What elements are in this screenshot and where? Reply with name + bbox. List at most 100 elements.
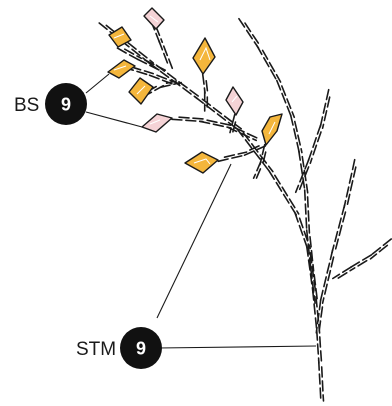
stitch-dash <box>315 295 318 308</box>
stitch-dash <box>330 256 335 268</box>
stitch-dash <box>131 48 141 57</box>
stitch-dash <box>321 380 324 392</box>
stitch-dash <box>337 217 342 229</box>
stitch-dash <box>275 73 282 83</box>
stitch-dash <box>305 183 309 194</box>
stitch-dash <box>297 149 302 161</box>
stm-callout: STM 9 <box>76 327 162 369</box>
stitch-dash <box>231 155 243 159</box>
stitch-dash <box>309 157 313 165</box>
stitch-dash <box>378 244 389 253</box>
stitch-dash <box>281 92 287 104</box>
bs-callout: BS 9 <box>14 83 87 125</box>
stitch-dash <box>249 145 260 151</box>
stitch-dash <box>352 166 357 178</box>
stitch-dash <box>298 217 304 229</box>
stitch-dash <box>316 343 320 355</box>
stitch-dash <box>313 303 316 315</box>
stitch-dash <box>316 123 322 135</box>
stitch-dash <box>261 143 266 156</box>
stitch-dash <box>308 257 312 269</box>
stitch-dash <box>116 47 127 54</box>
stitch-dash <box>334 230 339 243</box>
stitch-dash <box>323 283 328 295</box>
stitch-dash <box>217 158 229 163</box>
stitch-dash <box>159 84 171 89</box>
stitch-dash <box>261 49 269 60</box>
stitch-dash <box>162 45 169 57</box>
stitch-dash <box>294 184 300 194</box>
leaf-group <box>107 7 283 174</box>
stitch-dash <box>382 238 392 246</box>
stitch-dash <box>309 267 313 279</box>
stitch-dash <box>293 128 297 140</box>
stitch-dash <box>173 81 182 85</box>
stitch-dash <box>255 168 262 179</box>
stitch-dash <box>158 39 164 51</box>
stitch-dash <box>273 174 281 185</box>
stm-badge <box>120 327 162 369</box>
stitch-dash <box>159 70 170 79</box>
stitch-dash <box>256 44 263 56</box>
stitch-dash <box>351 158 356 171</box>
stitch-dash <box>313 295 316 304</box>
stitch-dash <box>212 106 223 115</box>
stitch-dash <box>317 359 321 371</box>
stitch-dash <box>301 155 305 168</box>
stitch-dash <box>293 211 299 223</box>
stitch-dash <box>262 56 270 68</box>
stitch-dash <box>127 41 137 50</box>
stitch-dash <box>319 289 324 302</box>
gold-diamond-leaf-icon <box>108 26 132 48</box>
stitch-dash <box>321 123 325 129</box>
pink-diamond-leaf-icon <box>225 86 244 116</box>
stitch-dash <box>189 89 199 97</box>
stitch-dash <box>307 243 311 255</box>
stitch-dash <box>235 123 242 130</box>
stitch-dash <box>326 262 331 274</box>
stitch-dash <box>299 163 304 175</box>
stitch-dash <box>234 127 245 133</box>
stitch-dash <box>296 210 300 215</box>
stitch-dash <box>318 320 322 332</box>
stitch-dash <box>338 224 343 237</box>
stitch-dash <box>318 336 322 348</box>
pink-diamond-leaf-icon <box>141 113 173 133</box>
stem-stitch-lines <box>98 17 392 402</box>
stm-label: STM <box>76 339 116 360</box>
stitch-dash <box>321 297 325 305</box>
stitch-dash <box>293 120 298 133</box>
stitch-dash <box>311 265 315 278</box>
stitch-dash <box>337 271 348 279</box>
stitch-dash <box>194 96 204 104</box>
stitch-dash <box>309 273 313 285</box>
gold-diamond-leaf-icon <box>261 113 283 146</box>
stitch-dash <box>291 111 296 119</box>
stitch-dash <box>316 131 322 143</box>
stitch-dash <box>252 138 258 142</box>
stitch-dash <box>160 38 164 44</box>
stitch-dash <box>220 122 232 126</box>
stitch-dash <box>349 180 354 192</box>
stitch-dash <box>327 269 332 282</box>
stitch-dash <box>304 203 307 215</box>
stitch-dash <box>98 22 108 31</box>
stitch-dash <box>322 102 327 114</box>
gold-diamond-leaf-icon <box>128 77 154 105</box>
stitch-dash <box>304 158 310 170</box>
bs-badge <box>45 83 87 125</box>
stitch-dash <box>156 65 167 71</box>
stitch-dash <box>231 113 236 126</box>
stitch-dash <box>201 73 205 85</box>
stitch-dash <box>280 85 287 97</box>
stitch-dash <box>323 110 328 122</box>
stitch-dash <box>312 263 315 272</box>
stitch-dash <box>143 70 154 75</box>
stitch-dash <box>253 150 261 160</box>
gold-diamond-leaf-icon <box>184 151 219 174</box>
stitch-dash <box>319 387 322 399</box>
stitch-dash <box>246 132 258 139</box>
stitch-dash <box>326 96 331 108</box>
stitch-dash <box>312 137 318 149</box>
stitch-dash <box>166 72 177 81</box>
